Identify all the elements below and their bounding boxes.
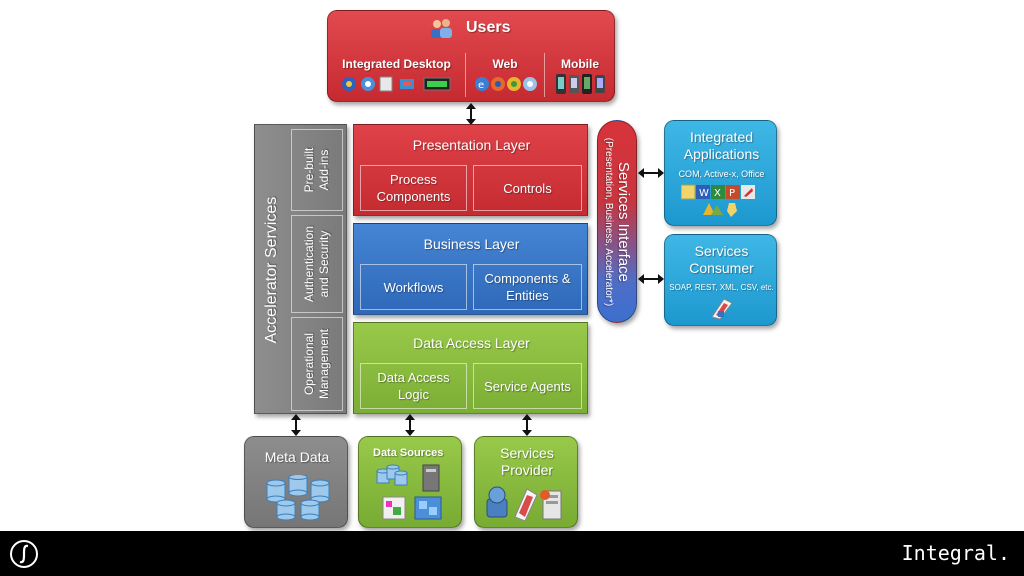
users-column-mobile-label: Mobile <box>561 57 599 71</box>
data-access-layer-panel: Data Access Layer Data Access Logic Serv… <box>353 322 588 414</box>
services-consumer-panel: Services Consumer SOAP, REST, XML, CSV, … <box>664 234 777 326</box>
data-sources-title: Data Sources <box>373 447 444 459</box>
business-component-workflows: Workflows <box>360 264 467 310</box>
arrow-users-presentation <box>466 103 476 125</box>
integrated-applications-title: Integrated Applications <box>683 129 760 162</box>
svg-text:W: W <box>699 188 709 199</box>
browser-icons: e <box>474 75 540 93</box>
arrow-interface-consumer <box>638 274 664 284</box>
services-interface-title: Services Interface <box>615 161 632 282</box>
data-sources-icons <box>373 463 453 523</box>
presentation-component-controls: Controls <box>473 165 582 211</box>
users-title: Users <box>466 19 511 36</box>
arrow-accelerator-metadata <box>291 414 301 436</box>
services-consumer-icon <box>710 297 734 321</box>
accelerator-item-addins: Pre-built Add-ins <box>291 129 343 211</box>
office-app-icons: W X P <box>680 183 765 219</box>
mobile-device-icons <box>554 73 606 95</box>
presentation-component-process: Process Components <box>360 165 467 211</box>
users-column-desktop-label: Integrated Desktop <box>342 57 451 71</box>
data-access-layer-title: Data Access Layer <box>413 335 530 351</box>
meta-data-panel: Meta Data <box>244 436 348 528</box>
integral-logo-icon <box>9 539 39 569</box>
users-panel: Users Integrated Desktop Web e Mobile <box>327 10 615 102</box>
svg-text:X: X <box>714 188 721 199</box>
services-interface-panel: Services Interface (Presentation, Busine… <box>597 120 637 323</box>
meta-data-title: Meta Data <box>264 449 330 465</box>
business-layer-title: Business Layer <box>423 236 520 252</box>
users-icon <box>428 17 454 41</box>
data-access-component-logic: Data Access Logic <box>360 363 467 409</box>
data-sources-panel: Data Sources <box>358 436 462 528</box>
data-access-component-agents: Service Agents <box>473 363 582 409</box>
integrated-applications-panel: Integrated Applications COM, Active-x, O… <box>664 120 777 226</box>
presentation-layer-title: Presentation Layer <box>412 137 531 153</box>
desktop-app-icons <box>340 75 455 93</box>
business-layer-panel: Business Layer Workflows Components & En… <box>353 223 588 315</box>
services-provider-icons <box>485 483 571 523</box>
users-divider-1 <box>465 53 466 97</box>
users-column-web-label: Web <box>492 57 518 71</box>
accelerator-services-panel: Accelerator Services Pre-built Add-ins A… <box>254 124 347 414</box>
accelerator-item-ops: Operational Management <box>291 317 343 411</box>
business-component-entities: Components & Entities <box>473 264 582 310</box>
integrated-applications-subtitle: COM, Active-x, Office <box>678 169 765 179</box>
services-provider-panel: Services Provider <box>474 436 578 528</box>
services-consumer-title: Services Consumer <box>689 243 754 276</box>
svg-text:e: e <box>478 80 484 91</box>
users-divider-2 <box>544 53 545 97</box>
accelerator-services-title: Accelerator Services <box>263 196 280 344</box>
footer-brand-text: Integral. <box>901 541 1010 565</box>
footer-bar: Integral. <box>0 531 1024 576</box>
services-interface-subtitle: (Presentation, Business, Accelerator*) <box>603 137 614 306</box>
svg-text:P: P <box>729 188 735 199</box>
presentation-layer-panel: Presentation Layer Process Components Co… <box>353 124 588 216</box>
arrow-dataaccess-datasources <box>405 414 415 436</box>
database-cylinders-icon <box>263 474 333 523</box>
services-provider-title: Services Provider <box>500 445 554 478</box>
services-consumer-subtitle: SOAP, REST, XML, CSV, etc. <box>669 283 774 292</box>
arrow-dataaccess-provider <box>522 414 532 436</box>
accelerator-item-auth: Authentication and Security <box>291 215 343 313</box>
arrow-interface-apps <box>638 168 664 178</box>
